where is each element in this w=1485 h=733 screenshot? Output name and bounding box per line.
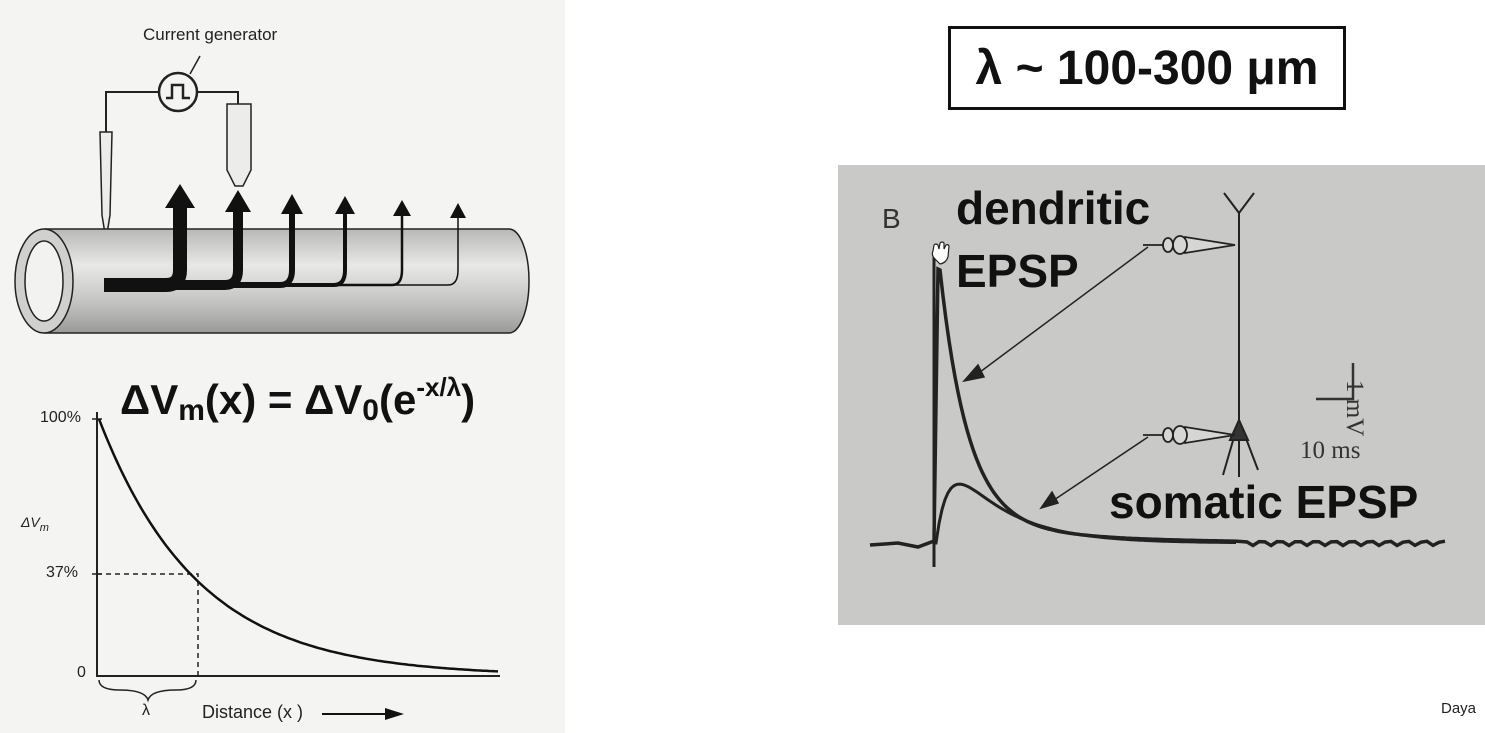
somatic-epsp-trace	[934, 482, 1236, 545]
current-generator-label: Current generator	[143, 25, 278, 44]
patch-electrodes	[1143, 235, 1236, 445]
scale-bar	[1316, 363, 1355, 401]
cable-diagram-drawing	[14, 55, 530, 720]
dendritic-label-line2: EPSP	[956, 245, 1079, 297]
lambda-guide-lines	[97, 573, 199, 676]
panel-label-b: B	[882, 203, 901, 234]
pulse-symbol-icon	[166, 83, 190, 100]
length-constant-formula: ΔVm(x) = ΔV0(e-x/λ)	[120, 372, 476, 427]
citation: Daya	[1441, 700, 1477, 717]
lambda-brace	[98, 679, 197, 703]
scale-time-label: 10 ms	[1300, 437, 1361, 464]
hand-cursor-icon	[931, 241, 950, 265]
epsp-recording-figure: B dendritic EPSP somatic EPSP 10 ms 1 mV	[838, 165, 1485, 625]
y-tick-37: 37%	[46, 564, 79, 581]
decay-curve	[97, 418, 499, 673]
cable-decay-figure: Current generator ΔVm(x) = ΔV0(e-x/λ) 10…	[0, 0, 565, 733]
epsp-traces-drawing	[869, 192, 1446, 567]
y-tick-100: 100%	[40, 409, 81, 426]
pointer-arrows	[961, 246, 1149, 510]
x-axis-arrow-icon	[385, 708, 404, 720]
generator-pointer	[189, 55, 201, 75]
recording-electrode	[226, 103, 252, 187]
y-tick-0: 0	[77, 664, 86, 681]
x-axis-label: Distance (x )	[202, 702, 304, 722]
axon-lumen	[24, 240, 64, 322]
stimulating-electrode	[99, 131, 113, 241]
arrowheads	[165, 184, 466, 218]
lambda-range-box: λ ~ 100-300 μm	[948, 26, 1346, 110]
somatic-epsp-label: somatic EPSP	[1109, 476, 1419, 528]
graph-axes	[96, 412, 500, 677]
current-flow-arrows	[104, 205, 459, 292]
current-generator-icon	[157, 71, 199, 113]
circuit-wire	[105, 91, 239, 132]
y-axis-label: ΔVm	[21, 514, 49, 534]
scale-voltage-label: 1 mV	[1341, 380, 1368, 437]
lambda-label: λ	[142, 702, 150, 719]
dendritic-label-line1: dendritic	[956, 182, 1151, 234]
